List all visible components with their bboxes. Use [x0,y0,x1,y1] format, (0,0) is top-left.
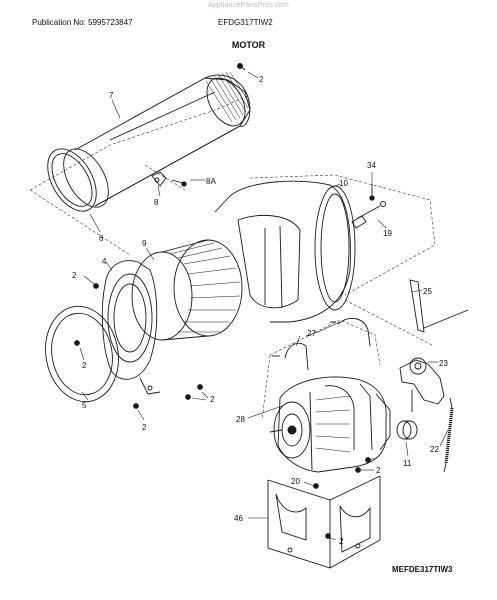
idler-arm-23 [399,357,445,412]
callout-19: 19 [383,229,392,238]
watermark-text: AppliancePartsPros.com [207,2,290,9]
heater-housing-10 [214,180,356,323]
pulley-11 [396,420,418,440]
callout-2-top: 2 [259,75,264,84]
callout-2-bracket-right: 2 [210,395,215,404]
blower-housing-tube [63,71,251,208]
motor-windings [315,395,351,453]
callout-8a: 8A [206,177,216,186]
callout-11: 11 [403,459,412,468]
callout-2-bracket-bottom: 2 [142,423,147,432]
callout-34: 34 [367,161,376,170]
blower-fins [205,71,251,123]
callout-labels: 2 7 8A 8 6 34 10 19 9 4 2 25 27 23 2 5 2… [72,75,448,546]
callout-28: 28 [236,415,245,424]
blower-wheel-9 [131,239,243,341]
screw-20 [313,483,319,489]
callout-6: 6 [99,234,104,243]
wheel-vanes [169,242,241,333]
gasket-5 [45,305,119,403]
callout-27: 27 [307,329,316,338]
screw-8a [171,179,187,187]
motor-base-46 [267,475,381,569]
callout-10: 10 [339,179,348,188]
screw-2-base [325,533,331,539]
seal-ring-6 [47,148,97,212]
callout-2-motor: 2 [376,466,381,475]
callout-46: 46 [234,514,243,523]
callout-2-base: 2 [339,537,344,546]
wire-25 [409,279,469,333]
model-number: EFDG317TIW2 [218,18,273,27]
callout-23: 23 [439,359,448,368]
callout-9: 9 [142,239,147,248]
callout-22: 22 [430,445,439,454]
drive-motor-28 [269,376,391,473]
assembly-guide-lines [29,94,436,421]
screw-2-bracket-right [185,384,203,400]
callout-5: 5 [82,401,87,410]
screw-2-left [93,283,99,289]
diagram-code: MEFDE317TIW3 [392,565,453,574]
publication-number: Publication No: 5995723847 [32,18,133,27]
idler-spring-22 [443,397,454,473]
callout-2-left: 2 [72,271,77,280]
bracket-8 [151,171,167,187]
screw-2-bracket-bottom [133,403,139,409]
callout-7: 7 [109,91,114,100]
callout-20: 20 [291,477,300,486]
section-title: MOTOR [231,40,266,50]
motor-clamps-27 [272,317,371,371]
callout-2-gasket: 2 [82,361,87,370]
blower-cover-4 [101,260,161,395]
callout-25: 25 [423,287,432,296]
screw-34 [369,184,375,201]
screw-2-top [237,63,246,71]
callout-8: 8 [154,198,159,207]
callout-4: 4 [102,257,107,266]
sensor-19 [351,201,386,229]
callout-leader-lines [79,71,449,541]
screw-2-gasket [74,340,80,346]
